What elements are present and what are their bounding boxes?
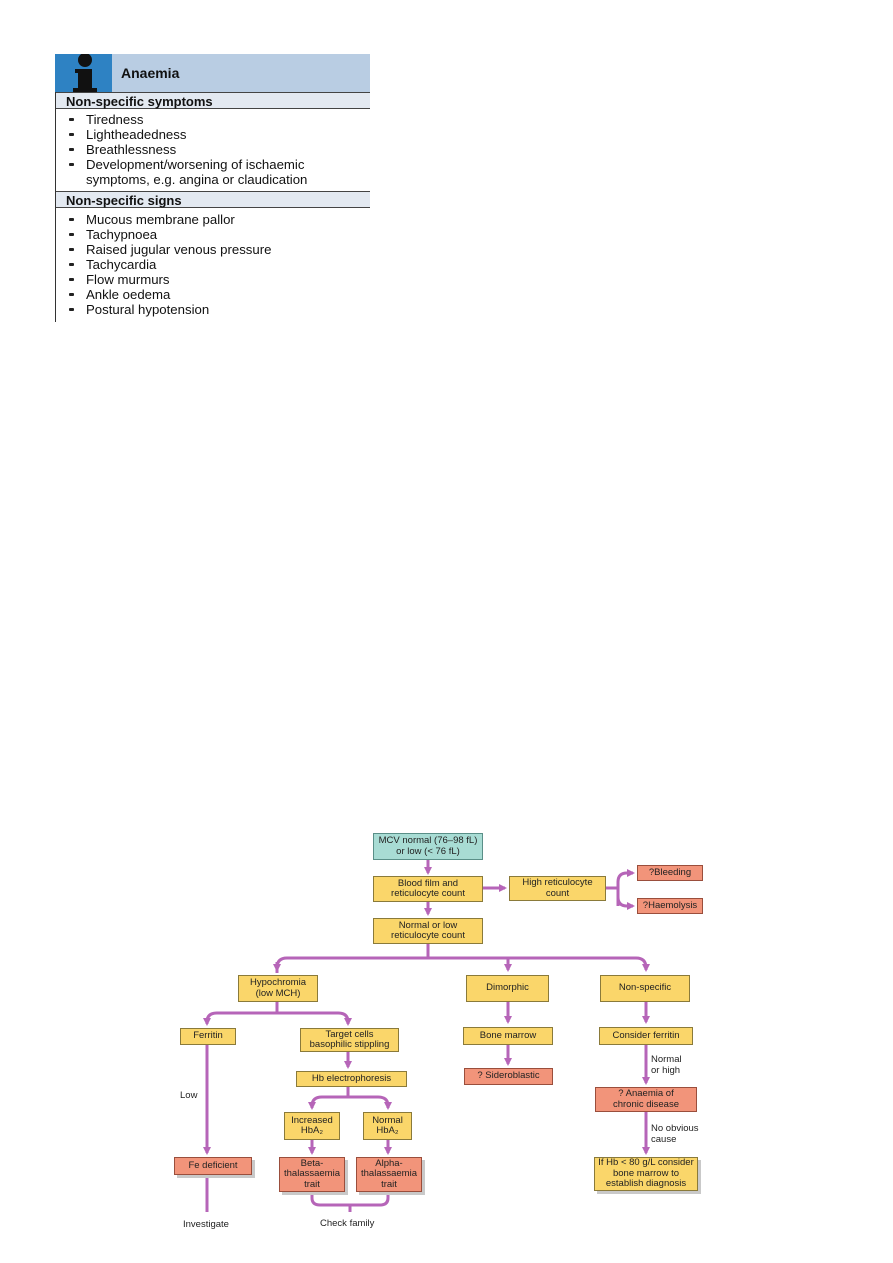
node-haemolysis: ?Haemolysis bbox=[637, 898, 703, 914]
list-item: Mucous membrane pallor bbox=[68, 212, 271, 227]
node-bone-marrow: Bone marrow bbox=[463, 1027, 553, 1045]
list-item: Development/worsening of ischaemic sympt… bbox=[68, 157, 366, 187]
info-icon bbox=[55, 54, 112, 92]
label-no-obvious-cause: No obvious cause bbox=[651, 1123, 699, 1145]
node-normal-low-reticulocyte: Normal or low reticulocyte count bbox=[373, 918, 483, 944]
signs-list: Mucous membrane pallor Tachypnoea Raised… bbox=[68, 212, 271, 317]
list-item: Tachypnoea bbox=[68, 227, 271, 242]
label-low: Low bbox=[180, 1090, 198, 1101]
list-item: Breathlessness bbox=[68, 142, 366, 157]
node-ferritin: Ferritin bbox=[180, 1028, 236, 1045]
node-normal-hba2: Normal HbA₂ bbox=[363, 1112, 412, 1140]
list-item: Tiredness bbox=[68, 112, 366, 127]
node-bleeding: ?Bleeding bbox=[637, 865, 703, 881]
node-blood-film: Blood film and reticulocyte count bbox=[373, 876, 483, 902]
info-box-title: Anaemia bbox=[121, 65, 180, 81]
node-fe-deficient: Fe deficient bbox=[174, 1157, 252, 1175]
node-mcv: MCV normal (76–98 fL) or low (< 76 fL) bbox=[373, 833, 483, 860]
label-investigate: Investigate bbox=[183, 1219, 229, 1230]
list-item: Tachycardia bbox=[68, 257, 271, 272]
node-anaemia-chronic-disease: ? Anaemia of chronic disease bbox=[595, 1087, 697, 1112]
node-hypochromia: Hypochromia (low MCH) bbox=[238, 975, 318, 1002]
info-box-anaemia: Anaemia Non-specific symptoms Tiredness … bbox=[55, 54, 370, 322]
node-increased-hba2: Increased HbA₂ bbox=[284, 1112, 340, 1140]
list-item: Flow murmurs bbox=[68, 272, 271, 287]
node-sideroblastic: ? Sideroblastic bbox=[464, 1068, 553, 1085]
section-heading-symptoms: Non-specific symptoms bbox=[56, 92, 370, 109]
section-heading-signs: Non-specific signs bbox=[56, 191, 370, 208]
node-target-cells: Target cells basophilic stippling bbox=[300, 1028, 399, 1052]
info-box-left-border bbox=[55, 92, 56, 322]
node-high-reticulocyte: High reticulocyte count bbox=[509, 876, 606, 901]
list-item: Lightheadedness bbox=[68, 127, 366, 142]
node-non-specific: Non-specific bbox=[600, 975, 690, 1002]
node-hb-electrophoresis: Hb electrophoresis bbox=[296, 1071, 407, 1087]
list-item: Raised jugular venous pressure bbox=[68, 242, 271, 257]
symptoms-list: Tiredness Lightheadedness Breathlessness… bbox=[68, 112, 366, 187]
node-alpha-thalassaemia: Alpha- thalassaemia trait bbox=[356, 1157, 422, 1192]
node-consider-ferritin: Consider ferritin bbox=[599, 1027, 693, 1045]
node-bone-marrow-consider: If Hb < 80 g/L consider bone marrow to e… bbox=[594, 1157, 698, 1191]
list-item: Postural hypotension bbox=[68, 302, 271, 317]
list-item: Ankle oedema bbox=[68, 287, 271, 302]
node-beta-thalassaemia: Beta- thalassaemia trait bbox=[279, 1157, 345, 1192]
label-check-family: Check family bbox=[320, 1218, 375, 1229]
node-dimorphic: Dimorphic bbox=[466, 975, 549, 1002]
label-normal-or-high: Normal or high bbox=[651, 1054, 682, 1076]
